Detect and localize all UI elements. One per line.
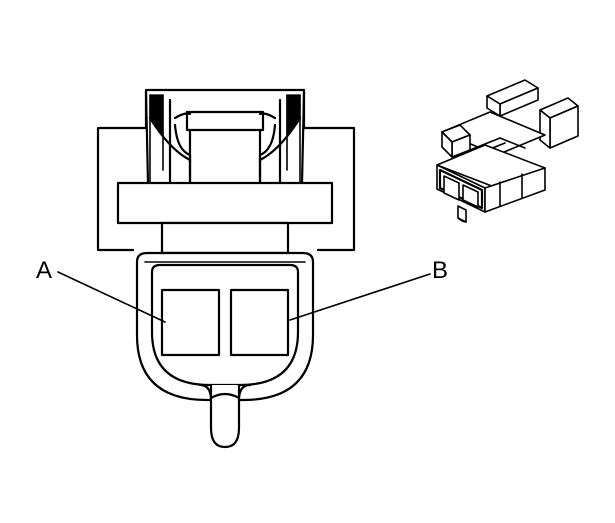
connector-front-view bbox=[96, 88, 356, 449]
terminal-cavity-a bbox=[160, 288, 221, 357]
connector-isometric-view bbox=[436, 79, 579, 223]
rear-housing-outline bbox=[96, 88, 356, 252]
label-b: B bbox=[432, 257, 448, 284]
middle-flange bbox=[116, 181, 334, 225]
callout-a: A bbox=[36, 257, 166, 323]
callout-b: B bbox=[289, 257, 448, 321]
terminal-cavity-b bbox=[229, 288, 290, 357]
key-tab bbox=[209, 385, 241, 449]
neck bbox=[160, 221, 290, 255]
front-body-inner bbox=[150, 263, 300, 387]
label-a: A bbox=[36, 257, 52, 284]
latch-top-block bbox=[144, 90, 306, 185]
